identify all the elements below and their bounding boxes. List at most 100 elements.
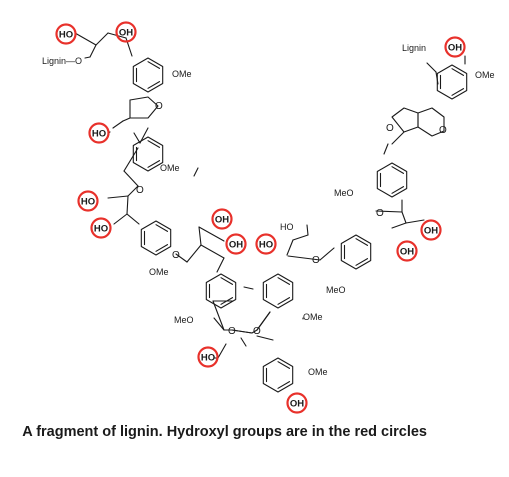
bond-4 <box>84 56 91 59</box>
hydroxyl-10-circle <box>286 392 308 414</box>
ring-top-left-double-bond <box>147 61 161 69</box>
ring-bottom-double-bond <box>277 381 291 389</box>
bond-26 <box>292 234 309 241</box>
hydroxyl-groups: HO OH HO HO HO OH OH HO HO OH OH OH OH <box>55 21 466 414</box>
oxygen-ether-3: O <box>312 255 320 266</box>
hydroxyl-7-label: OH <box>229 239 243 250</box>
bond-37 <box>256 335 274 341</box>
ring-right-3-double-bond <box>355 258 369 266</box>
label-lignin-ether: Lignin—O <box>42 56 82 66</box>
hydroxyl-13-label: OH <box>400 246 414 257</box>
bond-15 <box>126 195 129 215</box>
label-meo-3: MeO <box>174 315 194 325</box>
ring-center-left-double-bond <box>220 297 234 305</box>
hydroxyl-9: HO <box>197 346 219 368</box>
hydroxyl-13-circle <box>396 240 418 262</box>
ring-right-2-double-bond <box>391 166 405 174</box>
hydroxyl-6-circle <box>211 208 233 230</box>
label-ome-2: OMe <box>160 163 180 173</box>
ring-top-left <box>132 57 164 93</box>
hydroxyl-3-circle <box>88 122 110 144</box>
hydroxyl-11: OH <box>444 36 466 58</box>
ring-right-3 <box>340 234 372 270</box>
bond-43 <box>240 337 247 347</box>
bond-23 <box>216 257 225 273</box>
bond-3 <box>89 44 97 58</box>
ring-center-left <box>205 273 237 309</box>
hydroxyl-5-label: HO <box>94 223 108 234</box>
bond-33 <box>391 222 407 229</box>
ring-bottom <box>262 357 294 393</box>
hydroxyl-4-label: HO <box>81 196 95 207</box>
ring-top-left-double-bond <box>147 81 161 89</box>
label-ome-5: OMe <box>308 367 328 377</box>
hydroxyl-2-label: OH <box>119 27 133 38</box>
hydroxyl-9-circle <box>197 346 219 368</box>
aromatic-rings <box>129 57 468 393</box>
ring-left-3-double-bond <box>155 244 169 252</box>
label-ome-1: OMe <box>172 69 192 79</box>
hydroxyl-12-label: OH <box>424 225 438 236</box>
hydroxyl-8-label: HO <box>259 239 273 250</box>
bond-9 <box>112 120 124 129</box>
caption-text: A fragment of lignin. Hydroxyl groups ar… <box>22 424 427 440</box>
bond-1 <box>95 32 109 46</box>
ring-center-left-double-bond <box>220 277 234 285</box>
bond-21 <box>198 226 225 242</box>
oxygen-ether-4: O <box>376 208 384 219</box>
bond-38 <box>243 286 254 290</box>
hydroxyl-5-circle <box>90 217 112 239</box>
bond-47 <box>426 62 437 73</box>
bond-32 <box>401 211 407 224</box>
bond-24 <box>193 167 199 177</box>
oxygen-furan-a: O <box>386 123 394 134</box>
hydroxyl-6: OH <box>211 208 233 230</box>
ring-right-2 <box>376 162 408 198</box>
hydroxyl-2-circle <box>115 21 137 43</box>
oxygen-ring-2: O <box>253 326 261 337</box>
bond-19 <box>186 244 202 263</box>
bond-28 <box>287 255 321 261</box>
oxygen-furan-b: O <box>439 125 447 136</box>
oxygen-ether-2: O <box>172 250 180 261</box>
hydroxyl-6-label: OH <box>215 214 229 225</box>
hydroxyl-10: OH <box>286 392 308 414</box>
ring-center-right <box>262 273 294 309</box>
bond-29 <box>319 247 335 261</box>
oxygen-ring-1: O <box>228 326 236 337</box>
bond-12 <box>123 170 139 187</box>
bond-11 <box>123 147 139 172</box>
bond-16 <box>113 213 128 225</box>
bond-18 <box>175 253 188 263</box>
hydroxyl-8-circle <box>255 233 277 255</box>
bond-14 <box>107 195 129 199</box>
hydroxyl-10-label: OH <box>290 398 304 409</box>
ring-center-right-double-bond <box>277 297 291 305</box>
hydroxyl-12: OH <box>420 219 442 241</box>
label-ome-6: OMe <box>475 70 495 80</box>
label-meo-2: MeO <box>334 188 354 198</box>
dihydrofuran-ring <box>129 96 159 119</box>
furan-ring-a <box>391 107 419 133</box>
hydroxyl-5: HO <box>90 217 112 239</box>
bond-45 <box>383 143 389 155</box>
hydroxyl-11-circle <box>444 36 466 58</box>
hydroxyl-12-circle <box>420 219 442 241</box>
ring-right-2-double-bond <box>391 186 405 194</box>
ring-top-right-double-bond <box>451 88 465 96</box>
bond-25 <box>286 239 294 256</box>
hydroxyl-7: OH <box>225 233 247 255</box>
hydroxyl-1-circle <box>55 23 77 45</box>
label-ome-3: OMe <box>149 267 169 277</box>
ring-right-3-double-bond <box>355 238 369 246</box>
oxygen-ether-1: O <box>136 185 144 196</box>
hydroxyl-13: OH <box>396 240 418 262</box>
bond-furan-link <box>391 131 405 145</box>
hydroxyl-1-label: HO <box>59 29 73 40</box>
ring-top-right <box>436 64 468 100</box>
bond-8 <box>122 117 131 122</box>
oxygen-furan-left: O <box>155 101 163 112</box>
dioxocin-ring <box>212 300 271 334</box>
hydroxyl-3: HO <box>88 122 110 144</box>
